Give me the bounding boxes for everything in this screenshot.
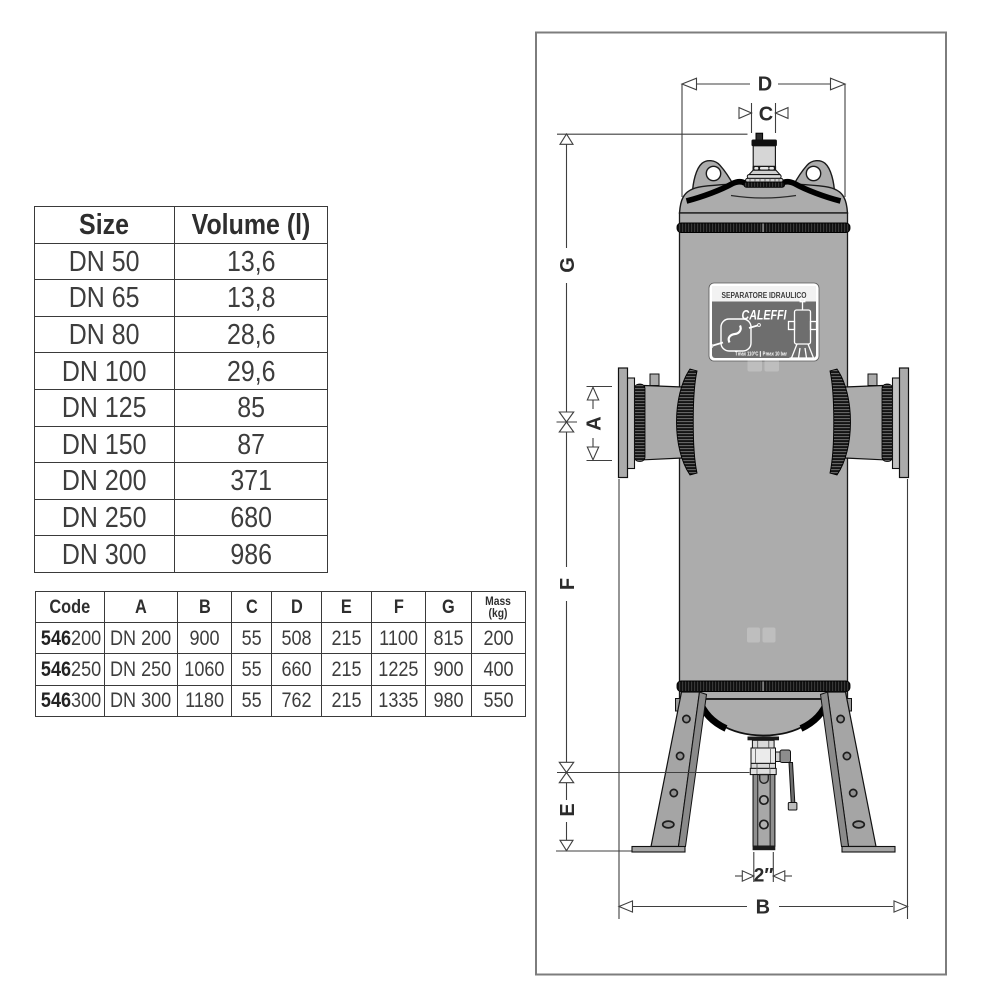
svg-text:F: F xyxy=(557,578,579,590)
svg-text:2″: 2″ xyxy=(754,866,774,887)
svg-text:B: B xyxy=(756,896,770,918)
svg-text:SEPARATORE IDRAULICO: SEPARATORE IDRAULICO xyxy=(722,290,807,300)
svg-text:D: D xyxy=(758,74,772,96)
svg-text:T max 110°C ∥ P max 10 bar: T max 110°C ∥ P max 10 bar xyxy=(735,352,788,358)
svg-text:E: E xyxy=(557,803,579,816)
svg-text:A: A xyxy=(584,416,606,430)
svg-text:C: C xyxy=(759,104,773,126)
svg-text:G: G xyxy=(557,257,579,273)
svg-text:CALEFFI: CALEFFI xyxy=(742,308,787,323)
